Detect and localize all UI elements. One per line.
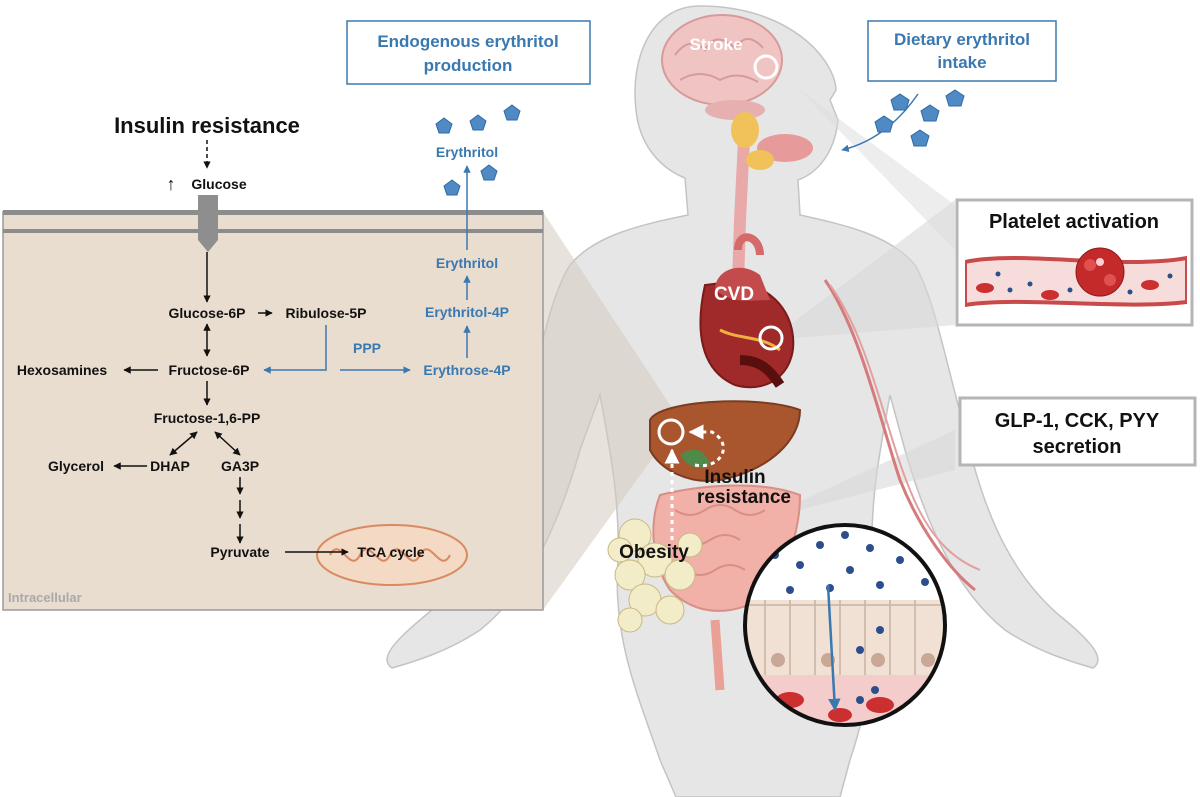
erythritol-inner-label: Erythritol [436, 255, 498, 271]
insulin-resistance-body-line2: resistance [697, 487, 791, 508]
hexosamines-label: Hexosamines [17, 362, 107, 378]
glp-box [958, 396, 1197, 467]
glucose-6p-label: Glucose-6P [168, 305, 245, 321]
glucose-label: Glucose [191, 176, 246, 192]
ga3p-label: GA3P [221, 458, 259, 474]
ribulose-5p-label: Ribulose-5P [286, 305, 367, 321]
erythritol-4p-label: Erythritol-4P [425, 304, 509, 320]
pyruvate-label: Pyruvate [210, 544, 269, 560]
cvd-label: CVD [714, 284, 754, 305]
ppp-label: PPP [353, 340, 381, 356]
stroke-label: Stroke [690, 35, 743, 54]
arm-blood-vessel [823, 279, 976, 592]
endogenous-box [346, 20, 591, 85]
heart-site-marker [758, 325, 784, 351]
erythritol-molecules-dietary [874, 89, 965, 147]
platelet-activation-label: Platelet activation [989, 211, 1159, 233]
fructose-6p-label: Fructose-6P [169, 362, 250, 378]
dietary-box [867, 20, 1057, 82]
cell-membrane-inner [3, 229, 543, 233]
dietary-label-line1: Dietary erythritol [894, 30, 1030, 49]
fat-tissue-illustration [607, 518, 703, 633]
platelet-vessel-illustration [965, 247, 1187, 308]
up-arrow-symbol: ↑ [167, 174, 176, 194]
liver-illustration [649, 400, 802, 482]
zoom-wedge-cell [543, 212, 680, 610]
heart-illustration [699, 267, 795, 389]
glp-label-line2: secretion [1033, 436, 1122, 458]
erythritol-outer-label: Erythritol [436, 144, 498, 160]
glucose-transporter [198, 195, 218, 252]
throat-glands-illustration [731, 112, 813, 170]
arrow-f16pp-dhap [169, 431, 198, 456]
erythritol-molecules-endogenous [435, 104, 521, 196]
mitochondrion-icon [316, 524, 468, 586]
glycerol-label: Glycerol [48, 458, 104, 474]
liver-site-marker [657, 418, 685, 446]
zoom-wedge-heart [770, 200, 955, 340]
tca-cycle-label: TCA cycle [357, 544, 424, 560]
insulin-resistance-heading: Insulin resistance [114, 113, 300, 138]
intracellular-label: Intracellular [8, 590, 82, 605]
dietary-label-line2: intake [937, 53, 986, 72]
arm-blood-vessel-branch [829, 284, 981, 571]
insulin-to-liver-arrow [688, 424, 725, 468]
zoom-wedge-gut [760, 430, 955, 520]
endogenous-label-line2: production [424, 56, 513, 75]
fructose-16pp-label: Fructose-1,6-PP [154, 410, 261, 426]
insulin-resistance-body-line1: Insulin [704, 467, 765, 488]
glp-label-line1: GLP-1, CCK, PYY [995, 410, 1160, 432]
aorta-illustration [734, 233, 764, 256]
obesity-label: Obesity [619, 542, 689, 563]
erythrose-4p-label: Erythrose-4P [423, 362, 510, 378]
dhap-label: DHAP [150, 458, 190, 474]
zoom-wedge-mouth [800, 90, 955, 250]
stroke-site-marker [753, 54, 779, 80]
arrow-f16pp-ga3p [214, 431, 241, 456]
cell-membrane-outer [3, 210, 543, 215]
endogenous-label-line1: Endogenous erythritol [377, 32, 558, 51]
arrow-ribulose-to-f6p [263, 325, 327, 374]
